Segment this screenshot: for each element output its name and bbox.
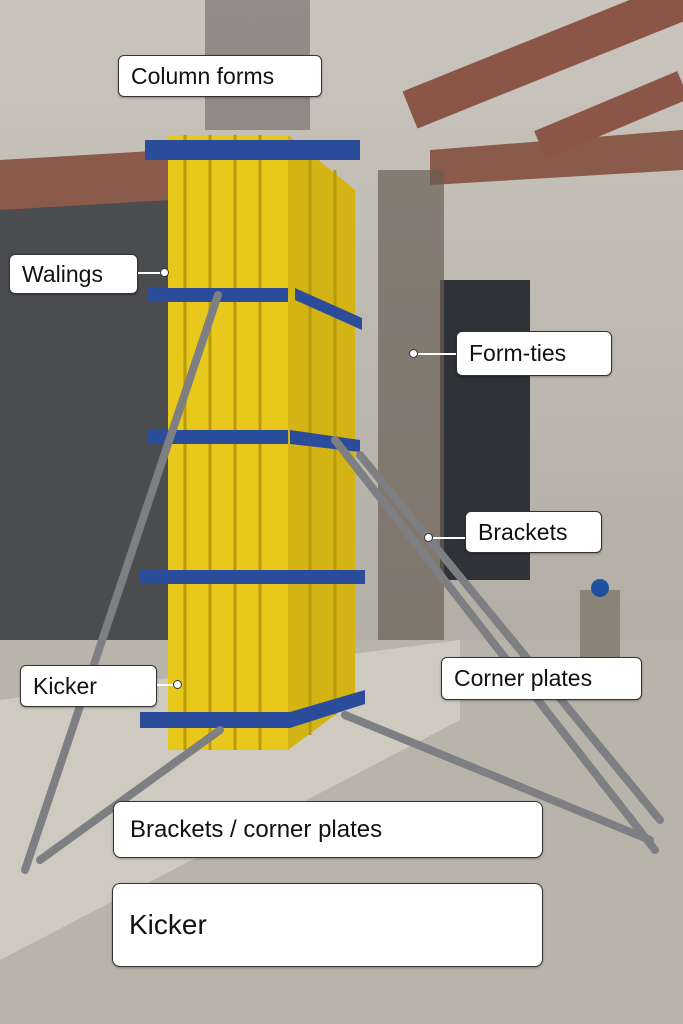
steel-beam — [430, 130, 683, 185]
leader-line — [157, 684, 175, 686]
leader-line — [418, 353, 456, 355]
steel-beam — [0, 150, 170, 210]
label-brackets: Brackets — [465, 511, 602, 553]
marker-dot — [409, 349, 418, 358]
concrete-beam — [0, 640, 460, 960]
props — [21, 291, 664, 874]
label-kicker: Kicker — [20, 665, 157, 707]
leader-line — [138, 272, 162, 274]
label-corner-plates: Corner plates — [441, 657, 642, 700]
walings — [140, 140, 365, 728]
label-column-forms: Column forms — [118, 55, 322, 97]
marker-dot — [173, 680, 182, 689]
label-form-ties: Form-ties — [456, 331, 612, 376]
leader-line — [433, 537, 465, 539]
answer-option-kicker[interactable]: Kicker — [112, 883, 543, 967]
label-walings: Walings — [9, 254, 138, 294]
marker-dot — [160, 268, 169, 277]
pipe — [402, 0, 683, 129]
worker — [580, 590, 620, 660]
answer-option-brackets-corner-plates[interactable]: Brackets / corner plates — [113, 801, 543, 858]
marker-dot — [424, 533, 433, 542]
worker-helmet — [591, 579, 609, 597]
pipe — [534, 71, 683, 159]
